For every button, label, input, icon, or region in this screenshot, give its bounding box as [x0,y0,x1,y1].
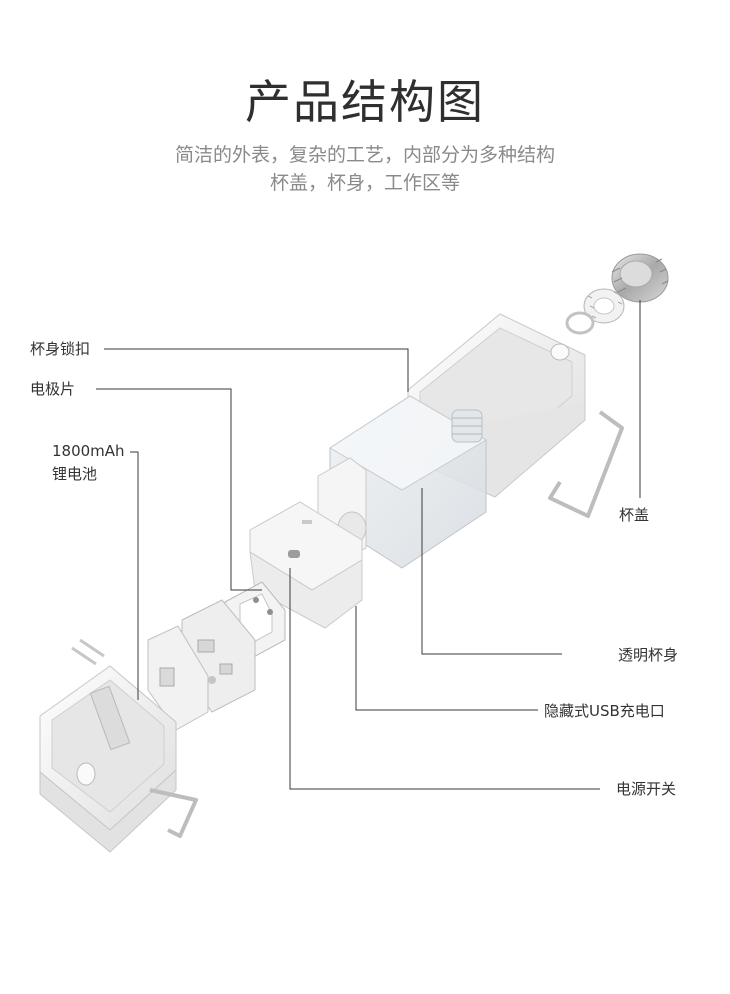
leader-hidden-usb-port [355,606,538,711]
leader-electrode-plate [96,388,262,591]
usb-module-part [249,501,363,629]
callout-cup-lid: 杯盖 [619,506,650,524]
leader-cup-body-lock [104,348,409,392]
callout-battery-capacity: 1800mAh [52,442,125,460]
transparent-cup-part [317,395,487,569]
callout-transparent-cup-body: 透明杯身 [618,646,679,664]
leader-battery [130,451,139,700]
callout-cup-body-lock: 杯身锁扣 [30,340,91,358]
battery-bracket-part [147,625,209,731]
handle-loop-base [149,788,198,838]
lid-cap-part [611,253,669,303]
handle-loop-right [548,410,624,518]
threaded-ring-part [583,288,625,324]
callout-battery-type: 锂电池 [52,465,98,483]
subtitle-line-2: 杯盖，杯身，工作区等 [269,172,460,194]
page-title: 产品结构图 [245,75,485,129]
callout-electrode-plate: 电极片 [30,380,76,398]
seal-ring-part [565,311,595,335]
subtitle-line-1: 简洁的外表，复杂的工艺，内部分为多种结构 [174,144,555,166]
leader-power-switch [289,568,600,790]
callout-hidden-usb-port: 隐藏式USB充电口 [544,702,665,720]
callout-power-switch: 电源开关 [616,780,677,798]
leader-lines [96,300,641,790]
base-housing-part [39,638,177,853]
leader-transparent-cup-body [421,488,562,655]
